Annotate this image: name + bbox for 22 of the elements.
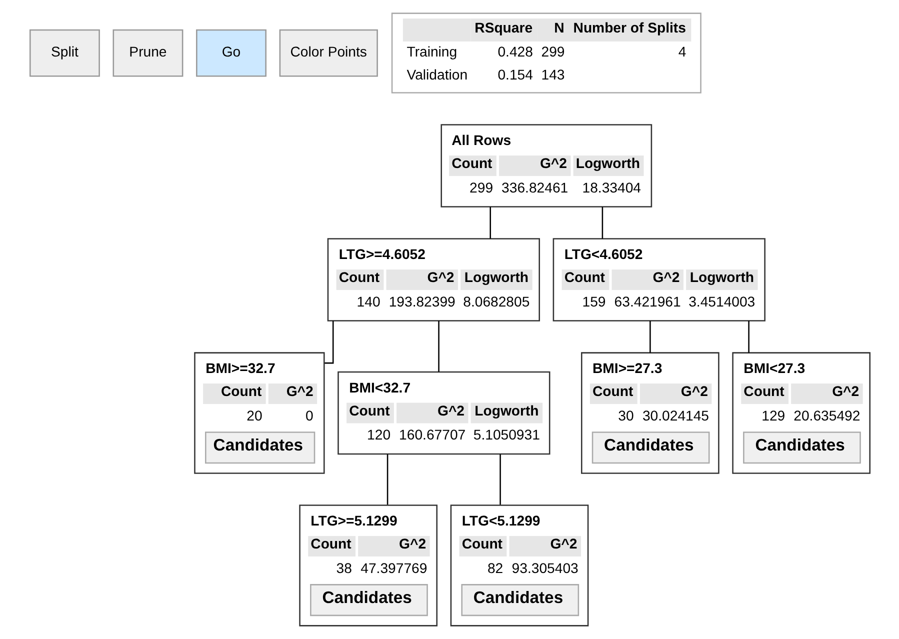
node-box: BMI<32.7 Count G^2 Logworth 120 160.67707 5.1050931 xyxy=(337,371,550,455)
node-box: LTG<4.6052 Count G^2 Logworth 159 63.421961 3.4514003 xyxy=(552,238,765,322)
connector xyxy=(601,206,603,239)
node-box: LTG>=4.6052 Count G^2 Logworth 140 193.82399 8.0682805 xyxy=(326,238,540,322)
node-box: Color Points xyxy=(278,29,378,77)
connector xyxy=(649,320,650,353)
node-box: Go xyxy=(196,29,266,77)
node-box: Prune xyxy=(112,29,183,77)
node-box: BMI<27.3 Count G^2 129 20.635492 Candidates xyxy=(732,352,870,474)
node-box: All Rows Count G^2 Logworth 299 336.82461 18.33404 xyxy=(440,124,652,208)
connector xyxy=(499,454,500,505)
node-box: BMI>=32.7 Count G^2 20 0 Candidates xyxy=(194,352,324,474)
connector xyxy=(748,320,749,353)
node-box: BMI>=27.3 Count G^2 30 30.024145 Candidates xyxy=(580,352,719,474)
connector xyxy=(438,320,439,372)
node-box: RSquare N Number of Splits Training 0.428 299 4 Validation 0.154 143 xyxy=(390,12,701,94)
node-box: LTG<5.1299 Count G^2 82 93.305403 Candidates xyxy=(450,504,588,626)
connector xyxy=(386,454,388,505)
node-box: LTG>=5.1299 Count G^2 38 47.397769 Candidates xyxy=(298,504,437,626)
node-box: Split xyxy=(28,29,100,77)
connector xyxy=(324,320,334,364)
connector xyxy=(489,206,490,239)
